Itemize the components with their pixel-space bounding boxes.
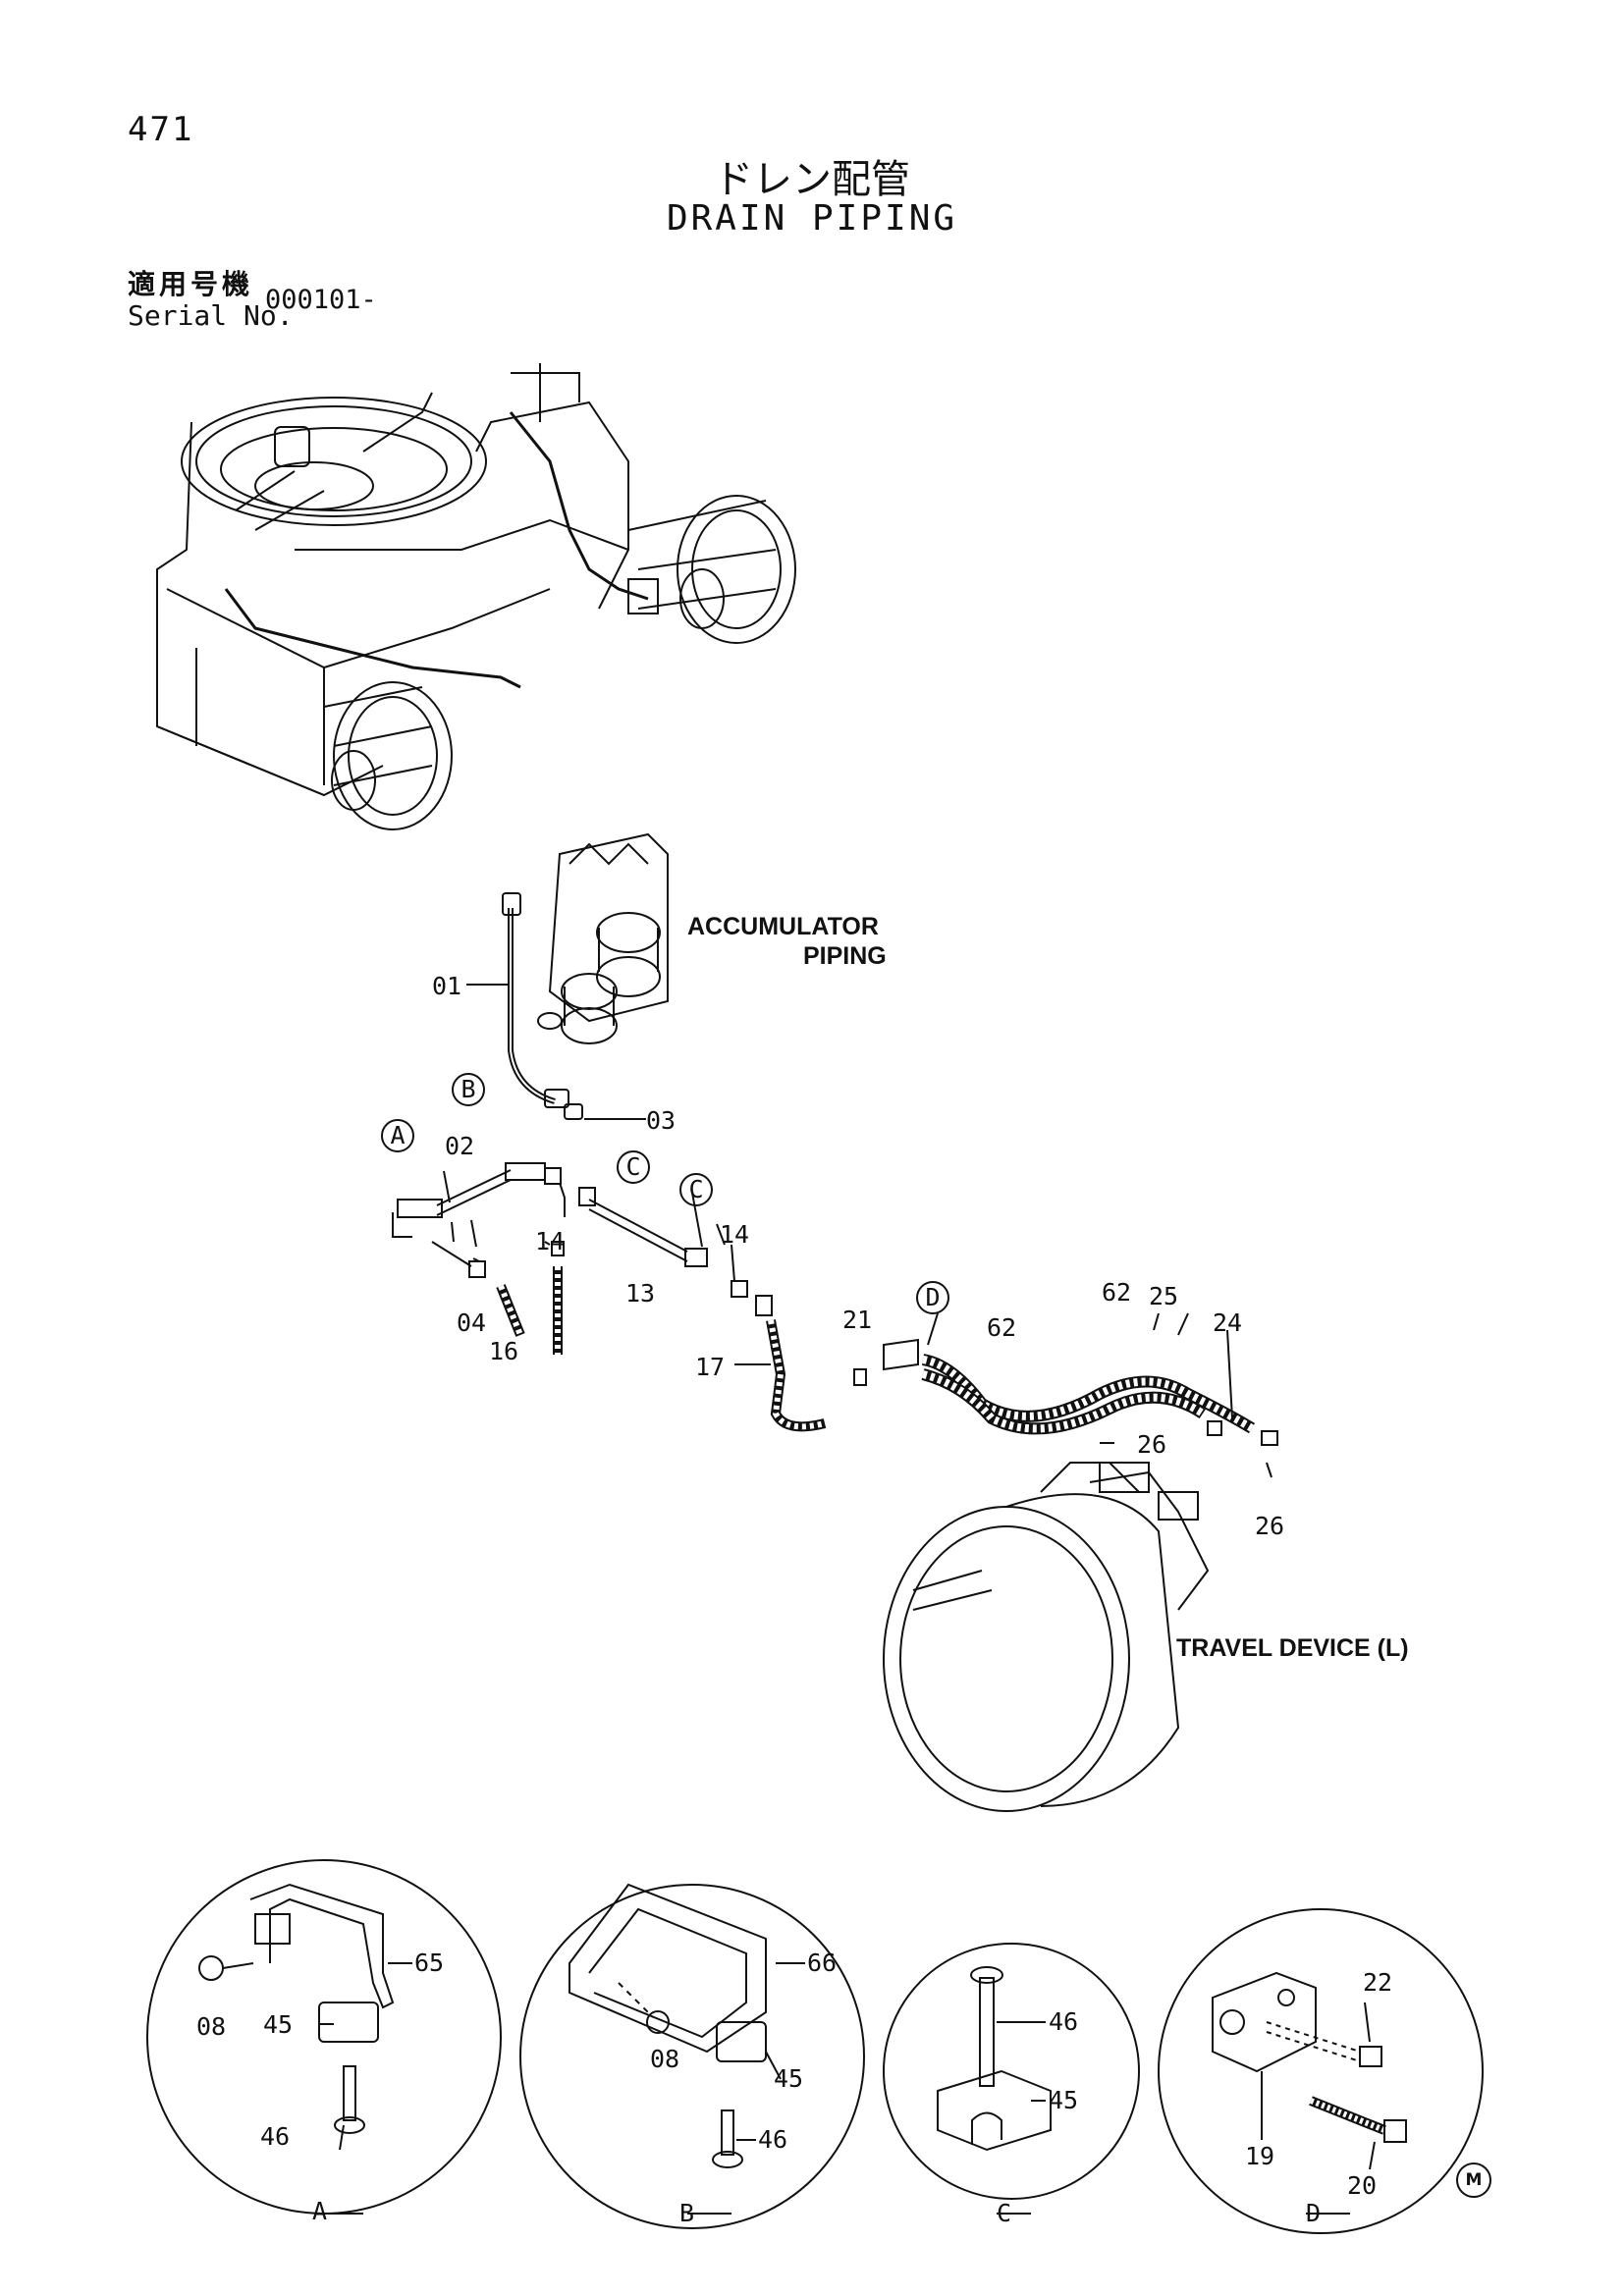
callout-a: A — [381, 1119, 414, 1152]
detail-a-part-65: 65 — [414, 1949, 445, 1977]
detail-b-part-08: 08 — [650, 2045, 680, 2073]
callout-c1: C — [617, 1150, 650, 1184]
callout-c2: C — [679, 1173, 713, 1206]
part-label-14b: 14 — [720, 1220, 750, 1249]
part-label-25: 25 — [1149, 1282, 1179, 1310]
detail-d-circle — [1158, 1908, 1484, 2234]
detail-c-part-45: 45 — [1049, 2086, 1079, 2114]
detail-b-part-46: 46 — [758, 2125, 788, 2154]
part-label-03: 03 — [646, 1106, 677, 1135]
part-label-17: 17 — [695, 1353, 726, 1381]
part-label-62b: 62 — [1102, 1278, 1132, 1307]
part-label-01: 01 — [432, 972, 462, 1000]
part-label-26a: 26 — [1137, 1430, 1167, 1459]
accumulator-note-line1: ACCUMULATOR — [687, 913, 879, 940]
part-label-16: 16 — [489, 1337, 519, 1365]
callout-d: D — [916, 1281, 949, 1314]
part-label-14a: 14 — [535, 1227, 566, 1255]
part-label-13: 13 — [625, 1279, 656, 1308]
undercarriage-drawing — [156, 363, 796, 830]
model-mark: M — [1456, 2163, 1491, 2198]
serial-value: 000101- — [265, 285, 377, 315]
detail-a-label: A — [312, 2197, 328, 2225]
accumulator-drawing — [537, 832, 669, 1044]
detail-b-circle — [519, 1884, 865, 2229]
detail-d-part-22: 22 — [1363, 1968, 1393, 1997]
page-number: 471 — [128, 110, 194, 149]
detail-c-part-46: 46 — [1049, 2007, 1079, 2036]
part-label-24: 24 — [1213, 1308, 1243, 1337]
detail-c-label: C — [997, 2199, 1012, 2227]
detail-a-part-45: 45 — [263, 2010, 294, 2039]
bracket-assembly — [392, 1162, 773, 1355]
detail-b-label: B — [679, 2199, 695, 2227]
accumulator-note-line2: PIPING — [803, 942, 887, 970]
detail-d-label: D — [1306, 2199, 1322, 2227]
travel-device-drawing — [883, 1462, 1210, 1812]
part-label-26b: 26 — [1255, 1512, 1285, 1540]
callout-b: B — [452, 1073, 485, 1106]
part-label-21: 21 — [842, 1306, 873, 1334]
part-label-02: 02 — [445, 1132, 475, 1160]
serial-label-jp: 適用号機 — [128, 268, 254, 300]
detail-d-part-19: 19 — [1245, 2142, 1275, 2170]
detail-c-circle — [883, 1943, 1140, 2200]
serial-label-en: Serial No. — [128, 299, 294, 332]
detail-a-part-46: 46 — [260, 2122, 291, 2151]
detail-b-part-66: 66 — [807, 1949, 838, 1977]
part-label-04: 04 — [457, 1308, 487, 1337]
part-label-62a: 62 — [987, 1313, 1017, 1342]
detail-d-part-20: 20 — [1347, 2171, 1378, 2200]
travel-device-note: TRAVEL DEVICE (L) — [1176, 1634, 1409, 1662]
detail-a-part-08: 08 — [196, 2012, 227, 2041]
page-title-jp: ドレン配管 — [714, 157, 910, 202]
page-title-en: DRAIN PIPING — [666, 198, 958, 239]
hose-17 — [766, 1319, 827, 1432]
detail-b-part-45: 45 — [774, 2064, 804, 2093]
